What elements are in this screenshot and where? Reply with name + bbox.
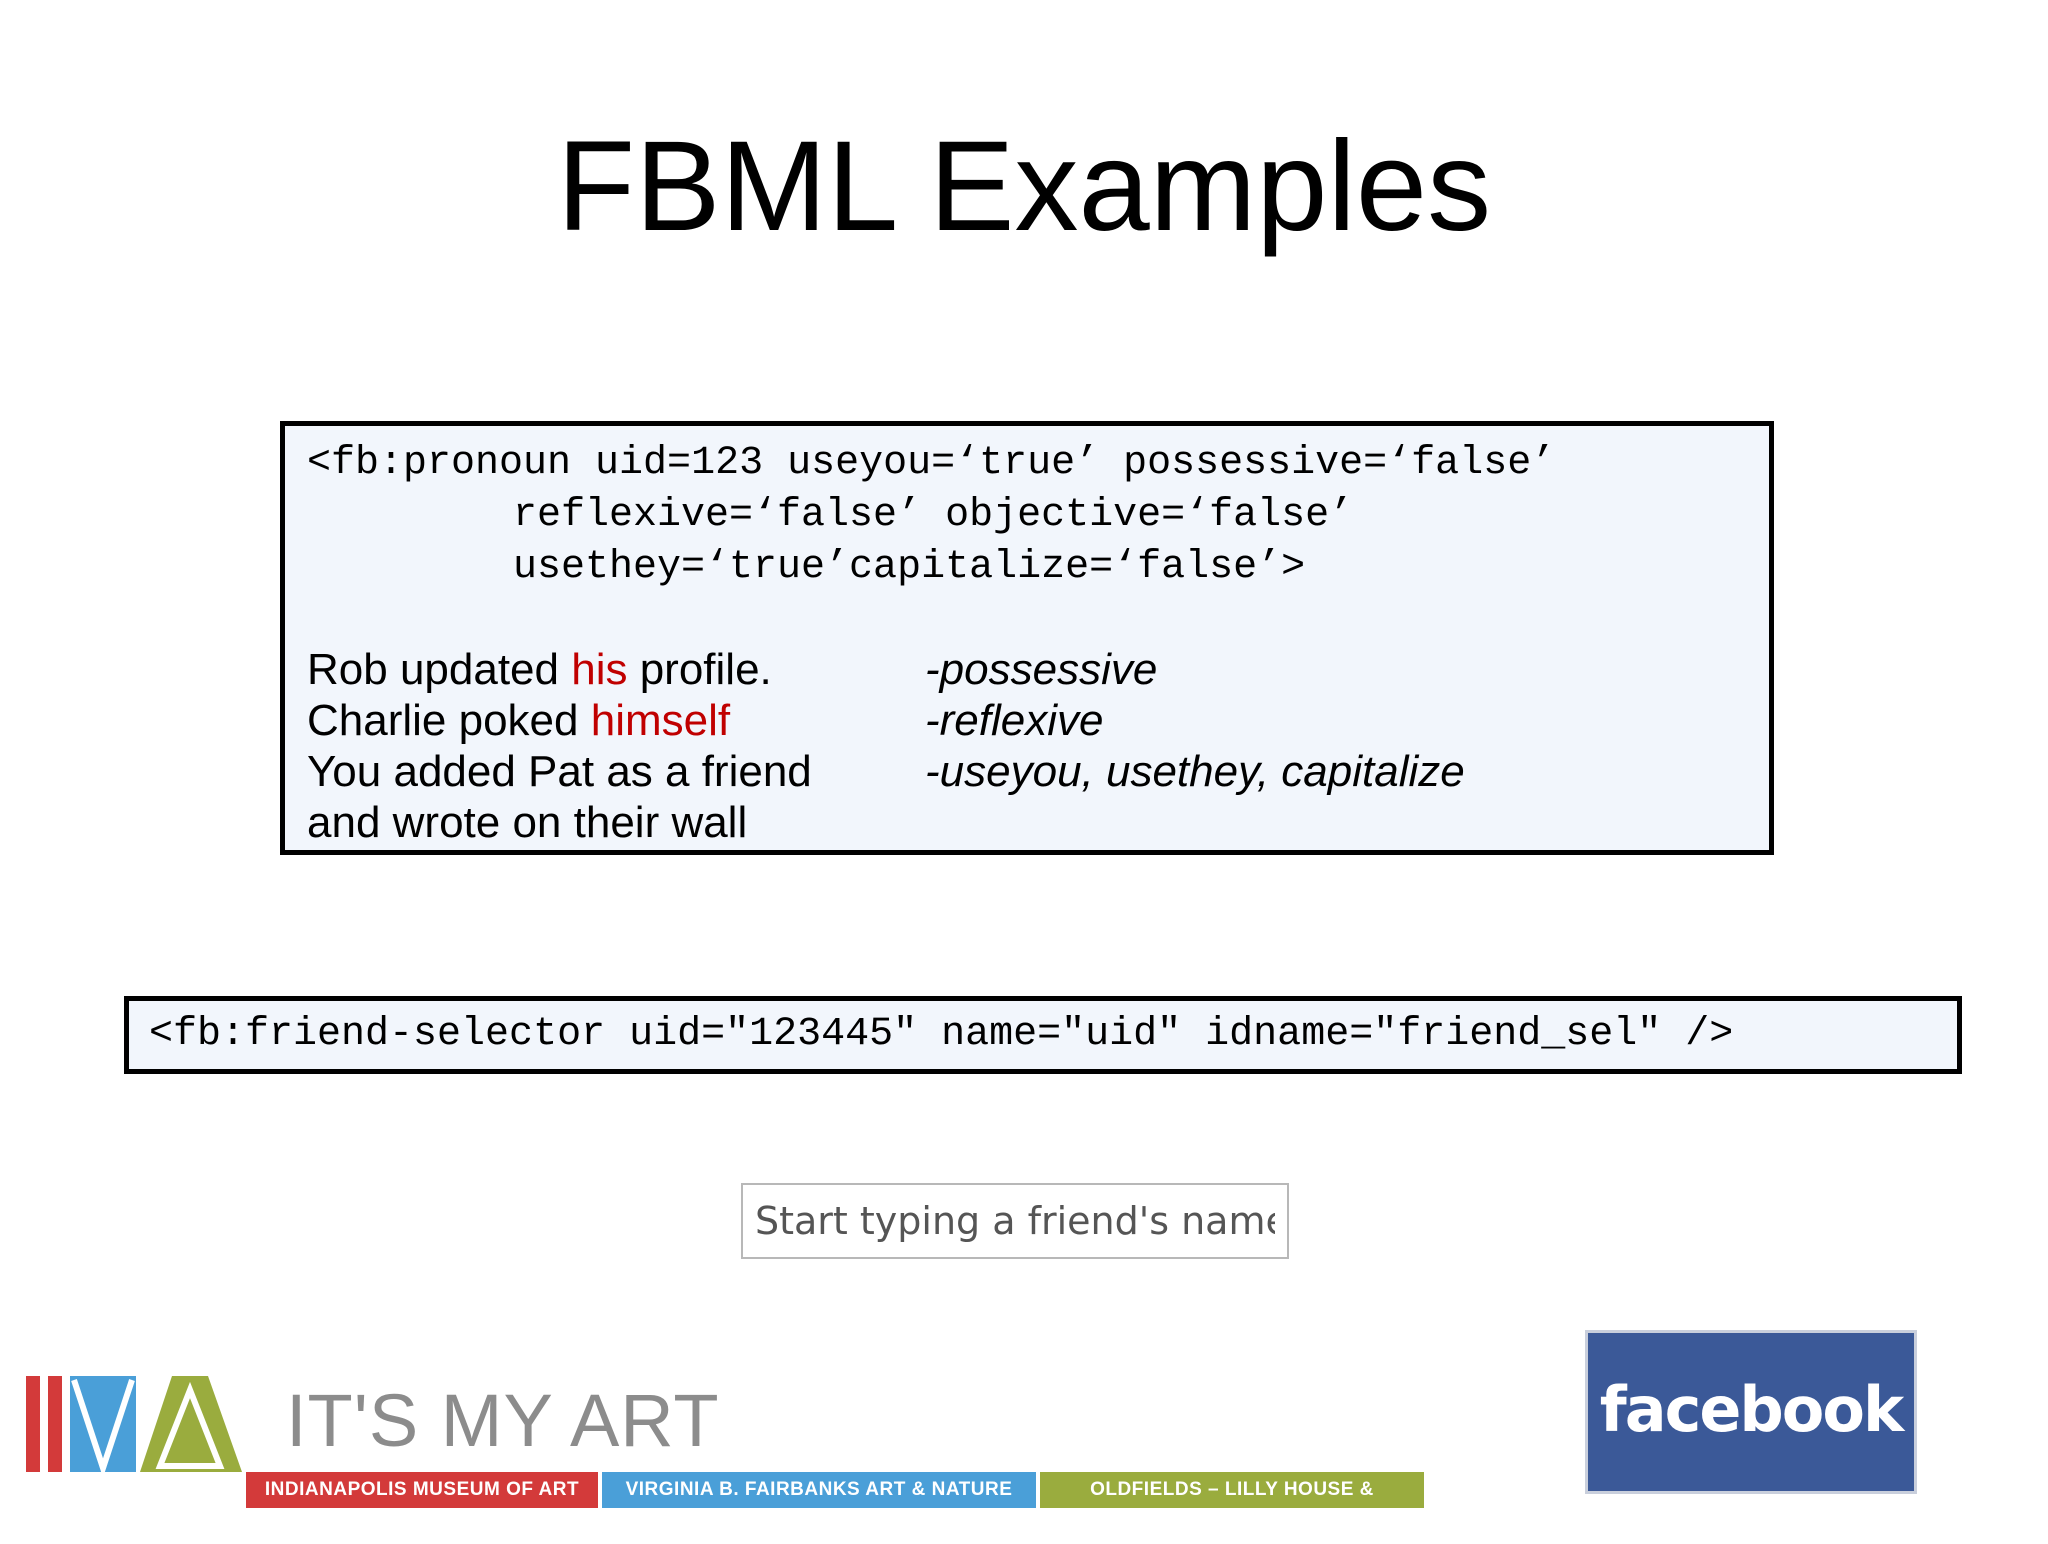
slide-title: FBML Examples — [556, 115, 1492, 258]
example-notes: -possessive -reflexive -useyou, usethey,… — [925, 644, 1465, 797]
example-sentence-2: Charlie poked himself — [307, 696, 731, 745]
pronoun-highlight: his — [571, 645, 628, 694]
ima-mark-icon — [26, 1376, 242, 1478]
ima-logo: IT'S MY ART INDIANAPOLIS MUSEUM OF ART V… — [24, 1370, 1424, 1536]
ima-band-park: VIRGINIA B. FAIRBANKS ART & NATURE PARK — [602, 1472, 1036, 1536]
pronoun-code-block: <fb:pronoun uid=123 useyou=‘true’ posses… — [307, 438, 1555, 594]
code-line-1: <fb:pronoun uid=123 useyou=‘true’ posses… — [307, 441, 1556, 486]
example-sentence-3: You added Pat as a friend — [307, 747, 812, 796]
friend-selector-code: <fb:friend-selector uid="123445" name="u… — [149, 1012, 1734, 1057]
example-sentence-1: Rob updated his profile. — [307, 645, 772, 694]
friend-name-input[interactable] — [741, 1183, 1289, 1259]
ima-band-oldfields: OLDFIELDS – LILLY HOUSE & GARDENS — [1040, 1472, 1424, 1536]
example-sentence-4: and wrote on their wall — [307, 798, 748, 847]
pronoun-example-box: <fb:pronoun uid=123 useyou=‘true’ posses… — [280, 421, 1774, 855]
ima-tagline: IT'S MY ART — [286, 1379, 720, 1462]
code-line-2: reflexive=‘false’ objective=‘false’ — [513, 493, 1354, 538]
example-note-3: -useyou, usethey, capitalize — [925, 747, 1465, 796]
example-note-2: -reflexive — [925, 696, 1104, 745]
pronoun-highlight: himself — [590, 696, 731, 745]
facebook-logo: facebook — [1585, 1330, 1917, 1494]
example-sentences: Rob updated his profile. Charlie poked h… — [307, 644, 812, 848]
example-note-1: -possessive — [925, 645, 1158, 694]
friend-selector-code-box: <fb:friend-selector uid="123445" name="u… — [124, 996, 1962, 1074]
code-line-3: usethey=‘true’capitalize=‘false’> — [513, 545, 1306, 590]
ima-band-museum: INDIANAPOLIS MUSEUM OF ART — [246, 1472, 598, 1508]
